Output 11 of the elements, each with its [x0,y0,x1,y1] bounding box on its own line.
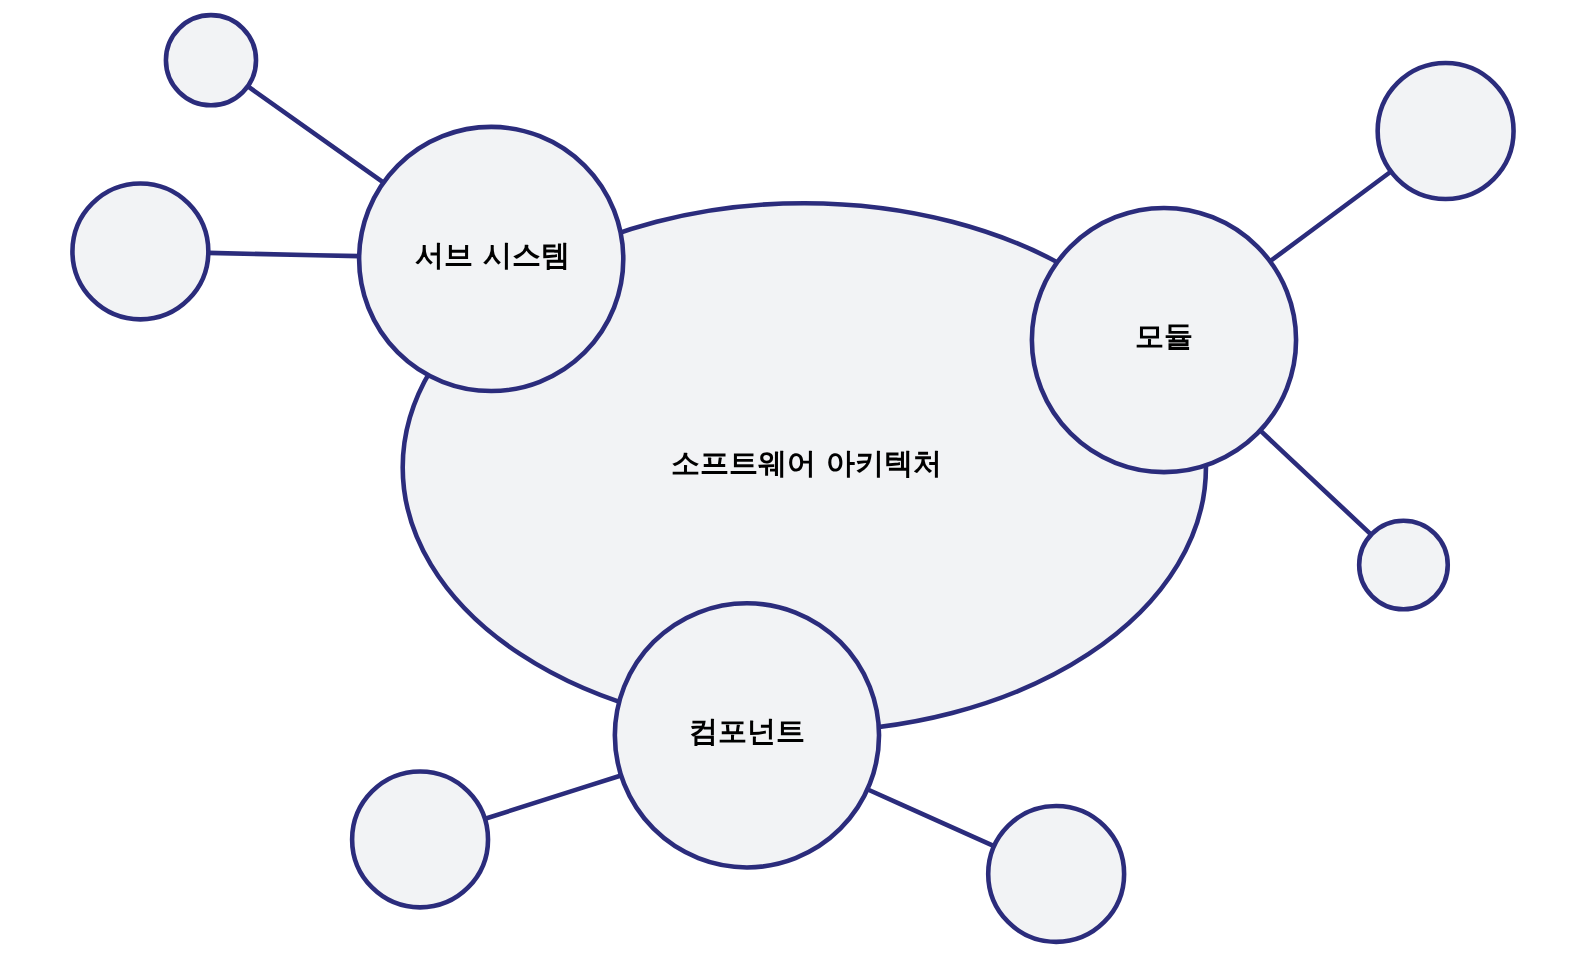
node-circle [349,768,491,910]
node-circle: 서브 시스템 [356,124,626,393]
connector [1269,169,1393,263]
connector [1259,428,1373,536]
node-circle: 모듈 [1029,205,1299,474]
node-circle [70,180,211,322]
node-circle [1356,517,1451,612]
node-circle [163,12,259,107]
node-circle: 컴포넌트 [612,600,882,870]
node-circle [985,803,1127,944]
node-circle [1375,60,1516,201]
